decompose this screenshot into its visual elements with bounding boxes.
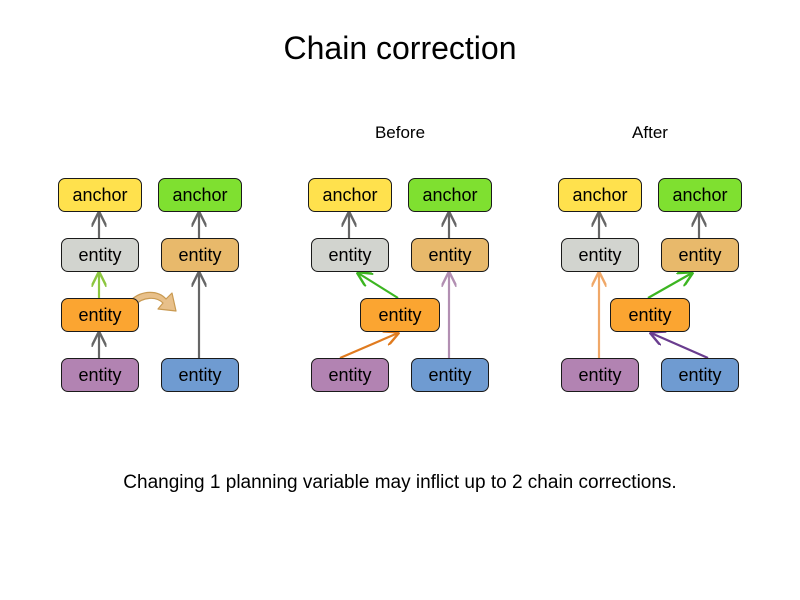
node-a-entity-4[interactable]: entity xyxy=(661,238,739,272)
page-title: Chain correction xyxy=(283,30,517,66)
node-l-anchor-1[interactable]: anchor xyxy=(58,178,142,212)
node-label: entity xyxy=(178,245,222,265)
node-label: entity xyxy=(428,245,472,265)
node-label: entity xyxy=(628,305,672,325)
arrow-layer xyxy=(99,213,709,360)
arrow-b-arrow-orange-to-gray xyxy=(358,273,399,299)
node-a-entity-1[interactable]: entity xyxy=(561,238,639,272)
node-label: entity xyxy=(178,365,222,385)
node-l-entity-4[interactable]: entity xyxy=(161,238,239,272)
node-label: entity xyxy=(678,245,722,265)
node-a-anchor-2[interactable]: anchor xyxy=(658,178,742,212)
node-label: entity xyxy=(328,365,372,385)
group-label-after: After xyxy=(632,123,668,142)
node-label: anchor xyxy=(322,185,378,205)
node-label: anchor xyxy=(572,185,628,205)
node-label: entity xyxy=(328,245,372,265)
node-b-entity-1[interactable]: entity xyxy=(311,238,389,272)
change-indicator-arrow xyxy=(130,291,177,312)
node-label: entity xyxy=(428,365,472,385)
arrow-b-arrow-purple-to-orange xyxy=(339,333,398,360)
node-label: entity xyxy=(78,245,122,265)
curved-arrow-layer xyxy=(130,291,177,312)
node-label: entity xyxy=(378,305,422,325)
node-b-anchor-2[interactable]: anchor xyxy=(408,178,492,212)
group-label-before: Before xyxy=(374,123,426,142)
node-b-entity-4[interactable]: entity xyxy=(411,238,489,272)
slide-caption: Changing 1 planning variable may inflict… xyxy=(123,472,677,493)
node-label: entity xyxy=(678,365,722,385)
node-l-entity-3[interactable]: entity xyxy=(61,358,139,392)
node-label: entity xyxy=(78,305,122,325)
node-b-anchor-1[interactable]: anchor xyxy=(308,178,392,212)
node-b-entity-3[interactable]: entity xyxy=(311,358,389,392)
node-l-entity-1[interactable]: entity xyxy=(61,238,139,272)
node-b-entity-mid[interactable]: entity xyxy=(360,298,440,332)
node-label: anchor xyxy=(172,185,228,205)
node-b-entity-5[interactable]: entity xyxy=(411,358,489,392)
node-l-entity-5[interactable]: entity xyxy=(161,358,239,392)
node-a-entity-3[interactable]: entity xyxy=(561,358,639,392)
arrow-a-arrow-blue-to-orange xyxy=(651,333,709,360)
node-label: entity xyxy=(578,245,622,265)
node-l-anchor-2[interactable]: anchor xyxy=(158,178,242,212)
node-a-anchor-1[interactable]: anchor xyxy=(558,178,642,212)
node-label: entity xyxy=(78,365,122,385)
node-label: anchor xyxy=(72,185,128,205)
node-label: anchor xyxy=(422,185,478,205)
node-a-entity-mid[interactable]: entity xyxy=(610,298,690,332)
node-l-entity-2[interactable]: entity xyxy=(61,298,139,332)
node-label: anchor xyxy=(672,185,728,205)
arrow-a-arrow-orange-to-tan xyxy=(647,273,692,299)
node-a-entity-5[interactable]: entity xyxy=(661,358,739,392)
node-label: entity xyxy=(578,365,622,385)
